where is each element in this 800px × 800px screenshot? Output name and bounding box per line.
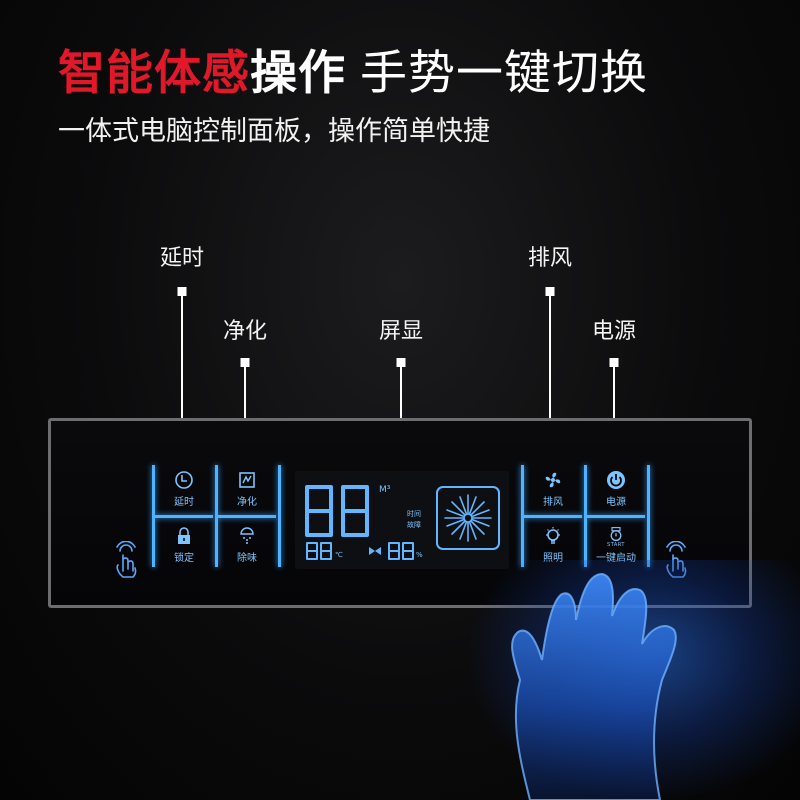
- lighting-button[interactable]: 照明: [524, 521, 582, 569]
- panel-divider: [584, 465, 587, 567]
- panel-divider: [215, 465, 218, 567]
- panel-divider: [647, 465, 650, 567]
- power-button[interactable]: 电源: [587, 465, 645, 513]
- callout-label-display: 屏显: [378, 319, 424, 344]
- panel-divider: [155, 515, 213, 518]
- deodorize-button-label: 除味: [237, 553, 257, 564]
- callout-label-purify: 净化: [222, 319, 268, 344]
- headline: 智能体感操作手势一键切换: [58, 42, 648, 106]
- one-key-start-button[interactable]: START 一键启动: [587, 521, 645, 569]
- lcd-time-label: 时间: [407, 510, 421, 518]
- callout-line-display: [400, 365, 402, 455]
- callout-marker-power: [609, 358, 619, 367]
- deodorize-icon: [240, 527, 254, 544]
- lcd-display: M³ 时间 故障 ℃ %: [295, 471, 509, 569]
- callout-marker-purify: [240, 358, 250, 367]
- panel-divider: [521, 465, 524, 567]
- purify-button-label: 净化: [237, 497, 257, 508]
- exhaust-button[interactable]: 排风: [524, 465, 582, 513]
- panel-divider: [152, 465, 155, 567]
- bulb-icon: [546, 527, 560, 544]
- lock-button-label: 锁定: [174, 553, 194, 564]
- lcd-unit-m3: M³: [379, 485, 391, 495]
- panel-divider: [587, 515, 645, 518]
- glowing-hand-image: [511, 572, 677, 800]
- power-button-label: 电源: [606, 497, 626, 508]
- callout-marker-exhaust: [545, 287, 555, 296]
- callout-line-exhaust: [549, 294, 551, 452]
- callout-line-delay: [181, 294, 183, 452]
- callout-marker-display: [396, 358, 406, 367]
- callout-line-purify: [244, 365, 246, 455]
- clock-icon: [175, 471, 193, 489]
- gesture-hand-icon-left: [109, 540, 143, 581]
- lcd-temp-unit: ℃: [335, 551, 343, 559]
- fan-icon: [545, 472, 561, 488]
- callout-label-power: 电源: [591, 319, 637, 344]
- headline-light: 手势一键切换: [360, 46, 648, 101]
- delay-button-label: 延时: [174, 497, 194, 508]
- headline-white: 操作: [250, 46, 346, 101]
- panel-divider: [278, 465, 281, 567]
- purify-icon: [239, 472, 255, 488]
- lcd-fault-label: 故障: [407, 521, 421, 529]
- callout-label-delay: 延时: [159, 246, 205, 271]
- deodorize-button[interactable]: 除味: [218, 521, 276, 569]
- subheadline: 一体式电脑控制面板，操作简单快捷: [58, 116, 490, 147]
- lcd-percent-unit: %: [416, 551, 423, 559]
- start-icon: [610, 527, 622, 542]
- delay-button[interactable]: 延时: [155, 465, 213, 513]
- big-digit-1: [305, 485, 333, 537]
- panel-divider: [218, 515, 276, 518]
- one-key-start-label: 一键启动: [596, 553, 636, 564]
- panel-divider: [524, 515, 582, 518]
- callout-label-exhaust: 排风: [527, 246, 573, 271]
- big-digit-2: [341, 485, 369, 537]
- small-fan-glyph: [369, 547, 381, 555]
- headline-red: 智能体感: [58, 46, 250, 101]
- exhaust-button-label: 排风: [543, 497, 563, 508]
- start-small-label: START: [607, 542, 625, 548]
- callout-line-power: [613, 365, 615, 455]
- lcd-segments: [305, 485, 500, 560]
- lock-button[interactable]: 锁定: [155, 521, 213, 569]
- lock-icon: [178, 527, 190, 544]
- callout-marker-delay: [177, 287, 187, 296]
- purify-button[interactable]: 净化: [218, 465, 276, 513]
- power-icon: [607, 471, 625, 489]
- lighting-button-label: 照明: [543, 553, 563, 564]
